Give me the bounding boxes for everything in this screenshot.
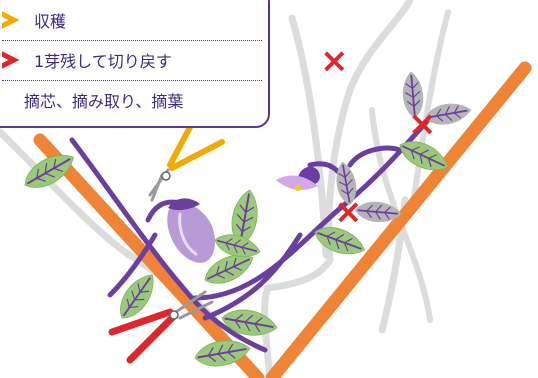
eggplant-fruit [167,198,215,263]
legend-item-harvest: 収穫 [2,0,262,41]
legend-label-harvest: 収穫 [34,12,67,31]
legend-item-cutback: 1芽残して切り戻す [2,40,262,81]
yellow-shears-icon [2,11,20,29]
cut-mark: × [334,192,363,232]
eggplant-flower [276,166,320,191]
stem-left-branch [107,232,158,298]
side-branch-lower [202,232,303,321]
cut-marks: × × × [320,41,437,232]
support-pole-left [33,133,265,378]
legend-label-cutback: 1芽残して切り戻す [34,52,172,71]
red-shears-icon [2,51,20,69]
stem-flower-branch [347,145,403,168]
leaf [218,305,281,341]
support-pole-right [265,61,532,378]
support-poles [33,61,532,378]
cutback-shears-icon [108,290,214,364]
legend-item-topping: 摘芯、摘み取り、摘葉 [2,80,262,120]
legend: 収穫 1芽残して切り戻す 摘芯、摘み取り、摘葉 [0,0,270,128]
cut-mark: × [408,104,437,144]
cut-mark: × [320,41,349,81]
main-stem [69,137,268,353]
legend-label-topping: 摘芯、摘み取り、摘葉 [24,92,184,111]
